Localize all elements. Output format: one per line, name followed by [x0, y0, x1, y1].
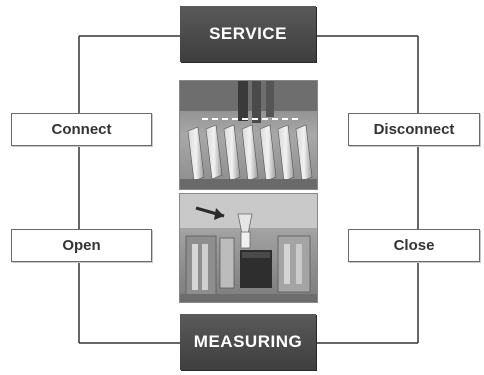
measuring-state-box: MEASURING [180, 314, 316, 370]
probe-insertion-image [180, 194, 317, 302]
measuring-state-label: MEASURING [193, 332, 303, 351]
open-action-label: Open [62, 237, 101, 254]
connector-pins-photo [179, 80, 318, 190]
service-state-box: SERVICE [180, 6, 316, 62]
disconnect-action-label: Disconnect [373, 121, 455, 138]
close-action-label: Close [393, 237, 435, 254]
connector-pins-image [180, 81, 317, 189]
open-action-box: Open [11, 229, 152, 262]
connect-action-box: Connect [11, 113, 152, 146]
close-action-box: Close [348, 229, 480, 262]
connect-action-label: Connect [51, 121, 112, 138]
probe-insertion-photo [179, 193, 318, 303]
disconnect-action-box: Disconnect [348, 113, 480, 146]
service-state-label: SERVICE [209, 24, 287, 43]
